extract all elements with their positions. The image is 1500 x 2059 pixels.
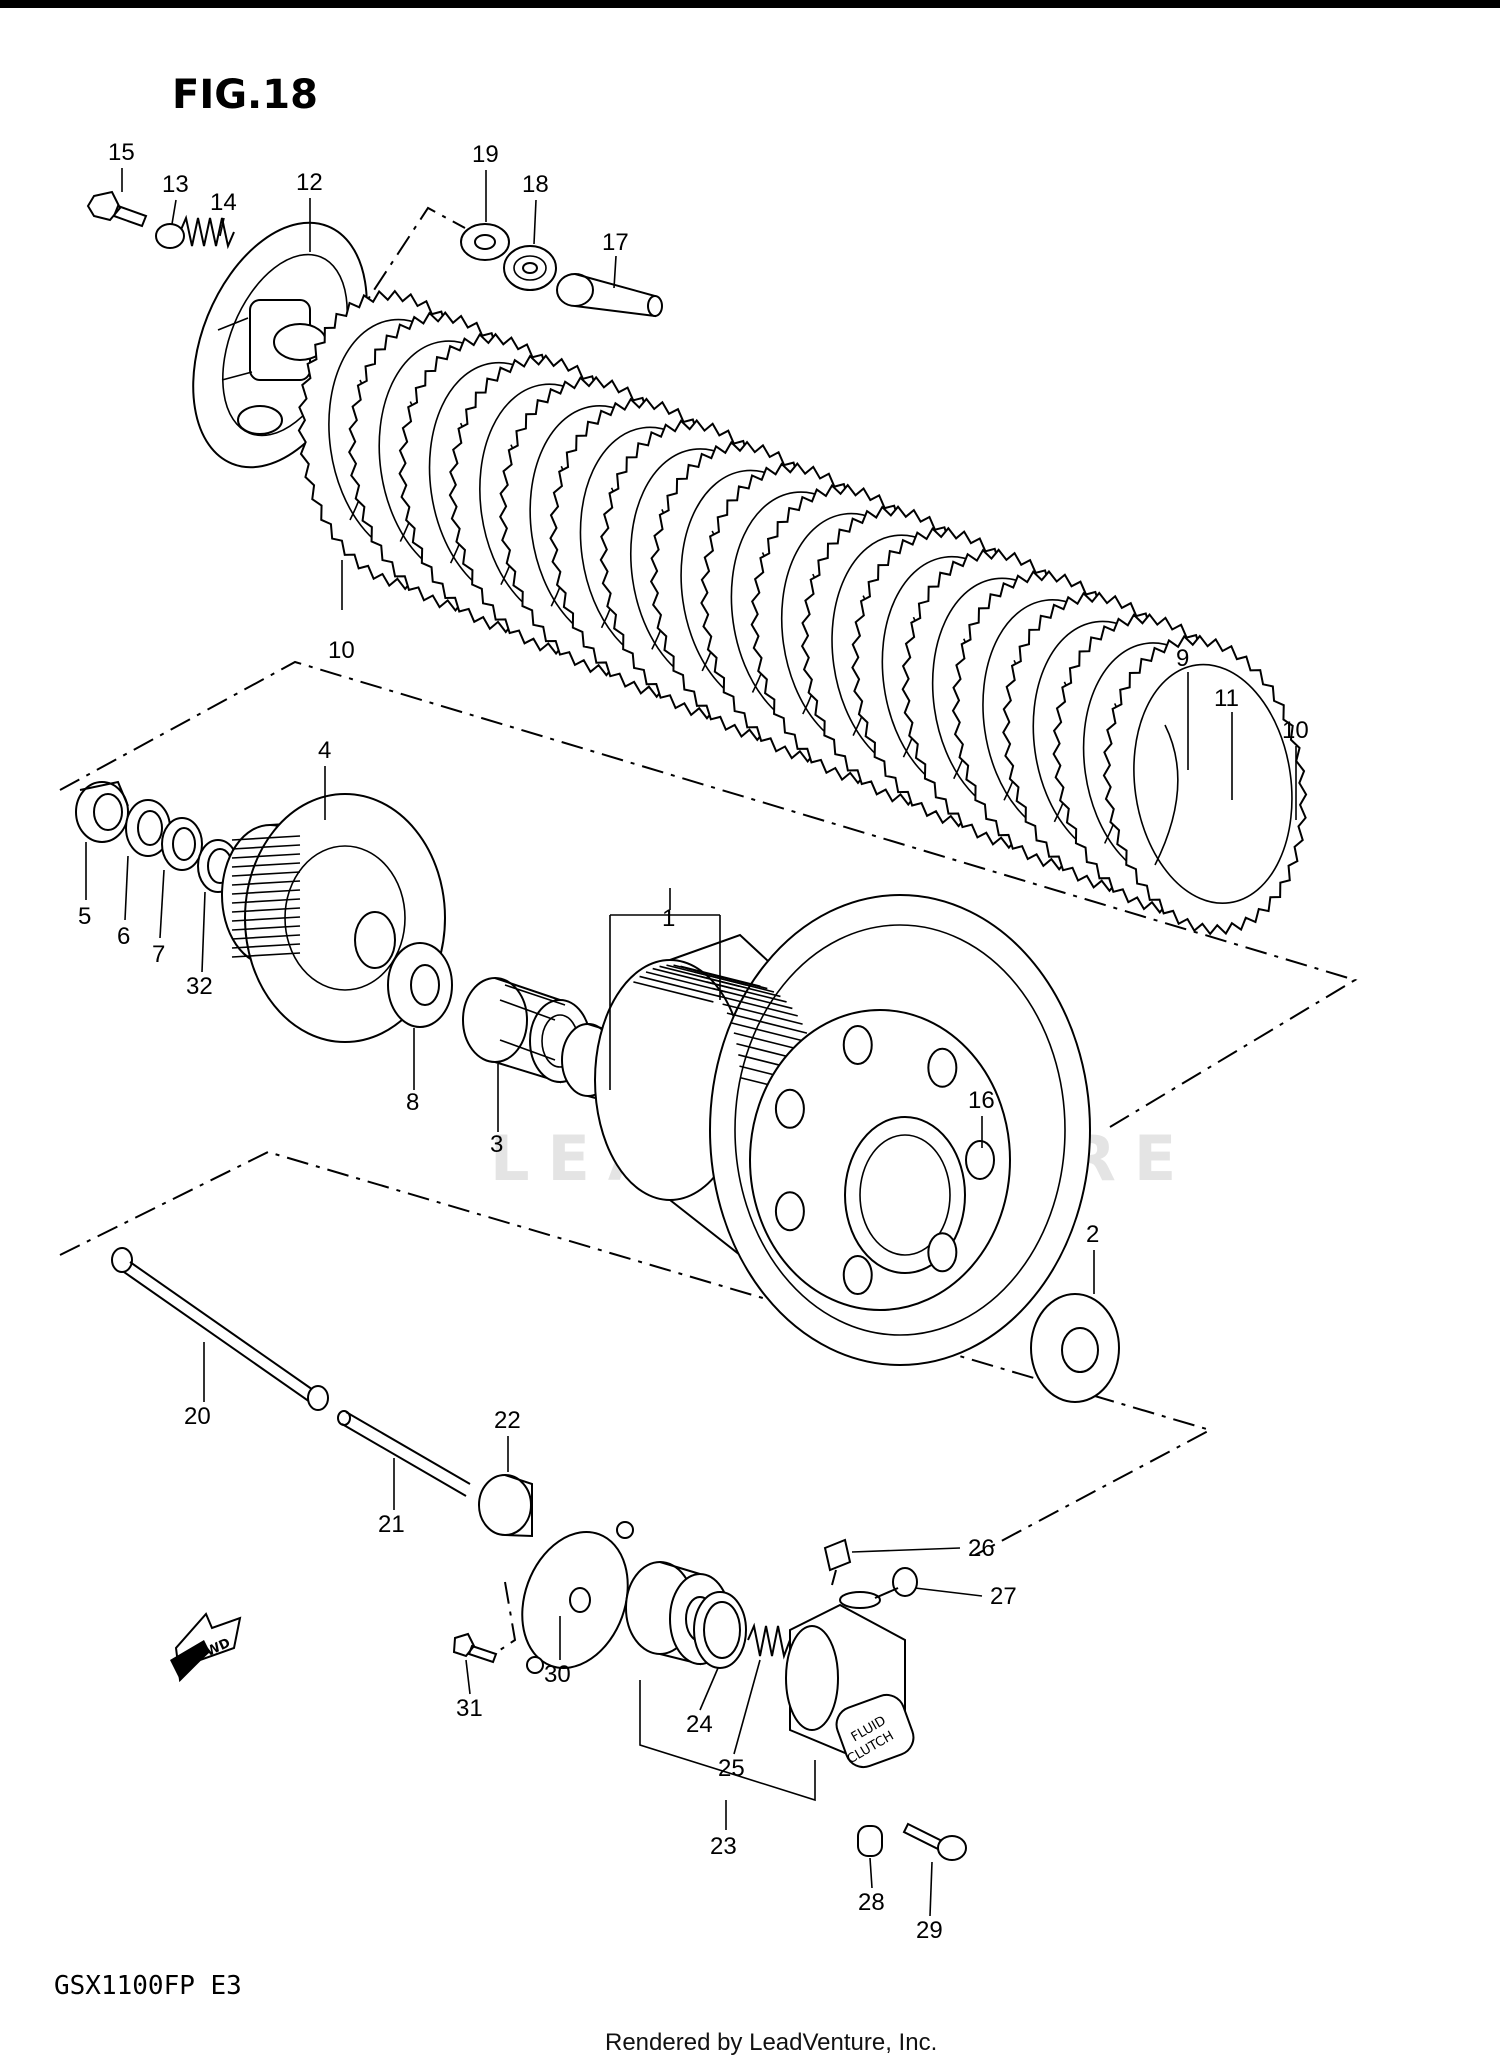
label-16: 16 — [968, 1087, 995, 1114]
clutch-plate — [1102, 634, 1308, 936]
label-22: 22 — [494, 1407, 521, 1434]
label-25: 25 — [718, 1755, 745, 1782]
top-border — [0, 0, 1500, 8]
push-rod-20 — [111, 1247, 329, 1411]
label-17: 17 — [602, 229, 629, 256]
push-rod-21 — [337, 1410, 471, 1497]
label-1: 1 — [662, 905, 675, 932]
washer-7 — [161, 817, 203, 871]
push-piece-17 — [556, 273, 663, 318]
washer-19 — [460, 223, 510, 261]
label-12: 12 — [296, 169, 323, 196]
fwd-arrow-icon: FWD — [170, 1612, 242, 1683]
bolt-29 — [902, 1822, 967, 1861]
gasket-30 — [521, 1521, 634, 1674]
bearing-18 — [503, 245, 557, 291]
bleeder-cap-27 — [839, 1567, 918, 1609]
nut-5 — [75, 780, 129, 843]
piston-cap-22 — [478, 1474, 533, 1538]
hub-splines — [231, 835, 301, 958]
washer-8 — [387, 942, 453, 1028]
label-6: 6 — [117, 923, 130, 950]
label-29: 29 — [916, 1917, 943, 1944]
clutch-release-cylinder-23: FLUID CLUTCH — [785, 1603, 915, 1769]
label-10-left: 10 — [328, 637, 355, 664]
label-28: 28 — [858, 1889, 885, 1916]
label-14: 14 — [210, 189, 237, 216]
label-9: 9 — [1176, 645, 1189, 672]
label-3: 3 — [490, 1131, 503, 1158]
figure-title: FIG.18 — [172, 72, 318, 118]
label-26: 26 — [968, 1535, 995, 1562]
label-31: 31 — [456, 1695, 483, 1722]
label-18: 18 — [522, 171, 549, 198]
spring-14 — [179, 214, 235, 250]
model-code: GSX1100FP E3 — [54, 1971, 242, 2001]
label-30: 30 — [544, 1661, 571, 1688]
label-23: 23 — [710, 1833, 737, 1860]
starter-clutch-16 — [749, 1009, 1011, 1311]
label-20: 20 — [184, 1403, 211, 1430]
label-19: 19 — [472, 141, 499, 168]
clutch-plate-stack — [297, 289, 1308, 936]
needle-bearing-3 — [462, 977, 591, 1084]
label-2: 2 — [1086, 1221, 1099, 1248]
label-5: 5 — [78, 903, 91, 930]
bolt-15 — [86, 190, 148, 228]
label-4: 4 — [318, 737, 331, 764]
spring-seat-13 — [155, 223, 185, 249]
label-13: 13 — [162, 171, 189, 198]
starter-holes — [774, 1024, 995, 1296]
bolt-31 — [452, 1632, 498, 1664]
thrust-washer-2 — [1030, 1293, 1120, 1403]
label-11: 11 — [1214, 685, 1239, 712]
label-15: 15 — [108, 139, 135, 166]
bleeder-valve-26 — [823, 1538, 852, 1586]
label-32: 32 — [186, 973, 213, 1000]
label-7: 7 — [152, 941, 165, 968]
label-21: 21 — [378, 1511, 405, 1538]
footer-credit: Rendered by LeadVenture, Inc. — [605, 2029, 937, 2056]
label-8: 8 — [406, 1089, 419, 1116]
spring-25 — [747, 1622, 791, 1660]
seal-24 — [693, 1591, 747, 1669]
label-10-right: 10 — [1282, 717, 1309, 744]
dowel-28 — [857, 1825, 883, 1857]
label-24: 24 — [686, 1711, 713, 1738]
label-27: 27 — [990, 1583, 1017, 1610]
